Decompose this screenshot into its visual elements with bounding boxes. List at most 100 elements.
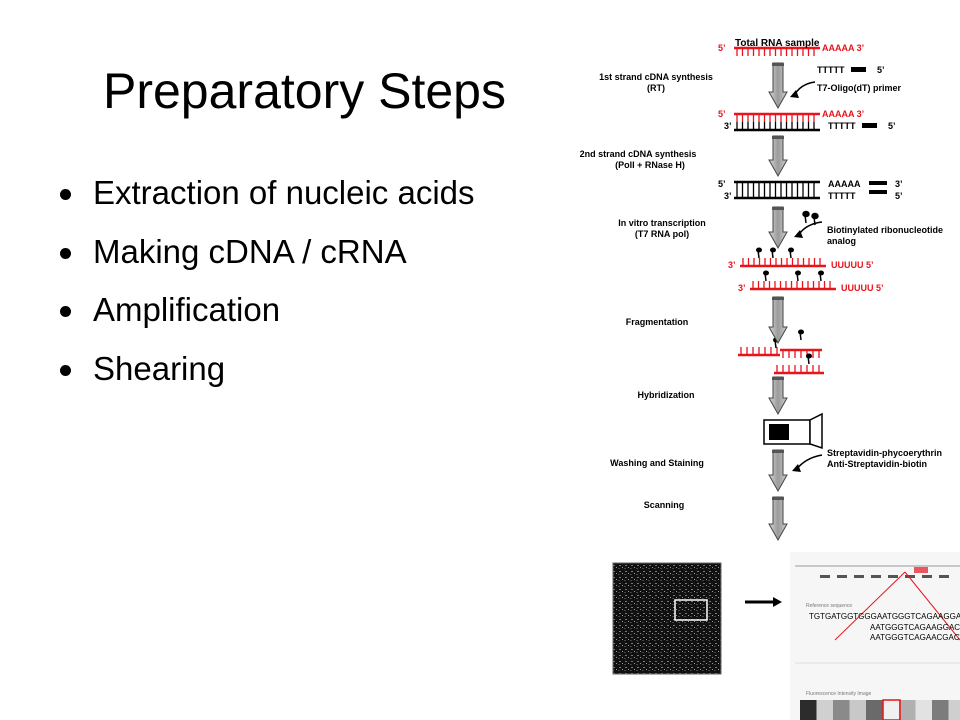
biotin-flag-icon <box>756 247 762 259</box>
cdna-strand <box>734 122 820 132</box>
stage-scanning: Scanning <box>644 500 685 510</box>
biotin-flag-head <box>756 247 762 253</box>
three-prime-label: 3’ <box>895 179 903 189</box>
intensity-cell <box>948 700 960 720</box>
biotin-flag-icon <box>798 329 804 341</box>
stage-ivt: In vitro transcription <box>618 218 706 228</box>
bullet-list: Extraction of nucleic acids Making cDNA … <box>56 176 475 410</box>
arrow-head-icon <box>794 230 803 238</box>
intensity-cell <box>932 700 949 720</box>
biotin-flag-icon <box>763 270 769 282</box>
biotin-flag-head <box>770 247 776 253</box>
probe-tick <box>888 575 898 578</box>
three-prime-label: 3’ <box>724 191 732 201</box>
probe-tick <box>922 575 932 578</box>
five-prime-label: 5’ <box>718 179 726 189</box>
intensity-highlight <box>882 699 901 720</box>
probe-ticks <box>820 575 949 578</box>
primer-bar <box>869 181 887 185</box>
arrow-head-icon <box>790 90 799 98</box>
five-prime-label: 5’ <box>888 121 896 131</box>
intensity-cell <box>882 700 899 720</box>
cdna-strand <box>734 190 820 200</box>
bullet-dot-icon <box>60 247 71 259</box>
arrow-head-icon <box>792 464 801 472</box>
biotin-flag-icon <box>795 270 801 282</box>
process-arrow-cap <box>772 450 784 453</box>
process-arrow-icon <box>768 135 788 178</box>
biotin-flag-icon <box>818 270 824 282</box>
stage-washing: Washing and Staining <box>610 458 704 468</box>
stage-first-strand: 1st strand cDNA synthesis <box>599 72 713 82</box>
bullet-text: Extraction of nucleic acids <box>93 174 475 211</box>
bullet-dot-icon <box>60 306 71 317</box>
primer-annotation: T7-Oligo(dT) primer <box>817 83 901 93</box>
probe-sequence: AATGGGTCAGAACGACTCCTA <box>870 633 960 642</box>
intensity-cell <box>849 700 866 720</box>
biotin-flag-head <box>798 329 804 335</box>
polyt-label: TTTTT <box>828 121 856 131</box>
stage-fragmentation: Fragmentation <box>626 317 689 327</box>
polyu-label: UUUUU 5’ <box>831 260 874 270</box>
scan-image <box>612 562 722 675</box>
polyt-label: TTTTT <box>828 191 856 201</box>
arrow-layer <box>768 62 788 542</box>
intensity-cell <box>816 700 833 720</box>
biotin-flag-head <box>806 353 812 359</box>
probe-tick <box>837 575 847 578</box>
bullet-item: Making cDNA / cRNA <box>56 232 475 270</box>
intensity-label: Fluorescence Intensity Image <box>806 691 872 697</box>
strep-annotation: Streptavidin-phycoerythrin <box>827 448 942 458</box>
intensity-cell <box>899 700 916 720</box>
five-prime-label: 5’ <box>877 65 885 75</box>
rna-strand <box>734 46 820 56</box>
process-arrow-icon <box>768 62 788 110</box>
results-panel: Reference sequence TGTGATGGTGGGAATGGGTCA… <box>790 552 960 720</box>
three-prime-label: 3’ <box>724 121 732 131</box>
bullet-item: Extraction of nucleic acids <box>56 176 475 210</box>
rna-strand <box>734 112 820 122</box>
intensity-cell <box>833 700 850 720</box>
fragment-strand <box>738 347 780 357</box>
probe-tick <box>939 575 949 578</box>
biotin-annotation-2: analog <box>827 236 856 246</box>
probe-sequence: AATGGGTCAGAAGGACTCCTA <box>870 623 960 632</box>
process-arrow-cap <box>772 136 784 139</box>
reference-label: Reference sequence <box>806 603 852 609</box>
bullet-text: Making cDNA / cRNA <box>93 232 407 270</box>
probe-tick <box>905 575 915 578</box>
process-arrow-cap <box>772 207 784 210</box>
intensity-strip <box>800 699 960 720</box>
process-arrow-icon <box>768 496 788 542</box>
polyu-label: UUUUU 5’ <box>841 283 884 293</box>
stage-first-strand-enzyme: (RT) <box>647 83 665 93</box>
chip-cartridge-tab <box>809 412 823 450</box>
polya-label: AAAAA 3’ <box>822 109 864 119</box>
probe-tick <box>871 575 881 578</box>
five-prime-label: 5’ <box>718 43 726 53</box>
process-arrow-cap <box>772 497 784 500</box>
bullet-dot-icon <box>60 189 71 200</box>
strep-annotation-2: Anti-Streptavidin-biotin <box>827 459 927 469</box>
polyt-label: TTTTT <box>817 65 845 75</box>
crna-strand <box>750 281 836 291</box>
slide-title: Preparatory Steps <box>103 63 506 119</box>
probe-tick <box>820 575 830 578</box>
curved-pointer-arrow <box>797 221 823 237</box>
process-arrow-cap <box>772 377 784 380</box>
biotin-flag-icon <box>806 353 812 365</box>
chip-array-icon <box>769 424 789 440</box>
fragment-strand <box>780 348 822 358</box>
biotin-flag-icon <box>788 247 794 259</box>
primer-bar <box>851 67 866 72</box>
sample-label: Total RNA sample <box>735 38 820 49</box>
strand-layer <box>734 46 836 375</box>
biotin-flag-head <box>788 247 794 253</box>
biotin-annotation: Biotinylated ribonucleotide <box>827 225 943 235</box>
three-prime-label: 3’ <box>738 283 746 293</box>
polya-label: AAAAA 3’ <box>822 43 864 53</box>
intensity-cell <box>915 700 932 720</box>
bullet-text: Amplification <box>93 291 281 328</box>
biotin-flag-icon <box>770 247 776 259</box>
